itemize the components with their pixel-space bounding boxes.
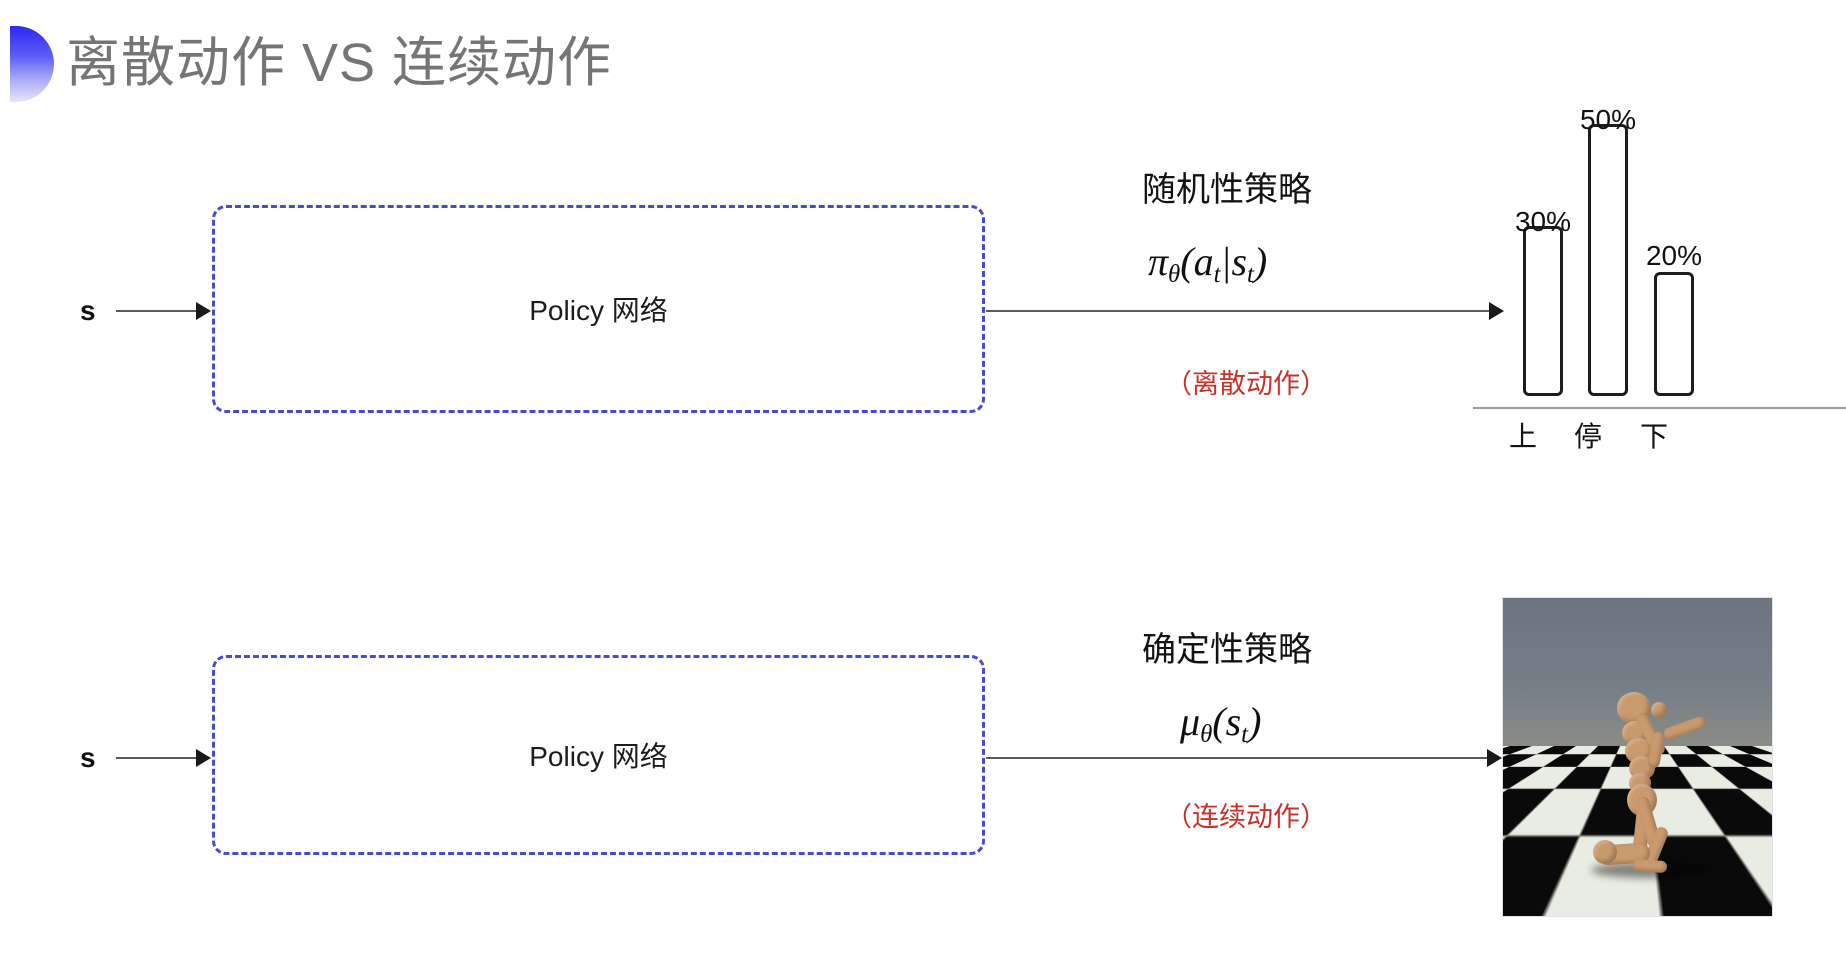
bar-column-1	[1588, 96, 1628, 396]
state-label-discrete: s	[80, 295, 96, 326]
action-type-note-continuous: （连续动作）	[1165, 802, 1327, 832]
policy-kind-title-discrete: 随机性策略	[1142, 171, 1312, 209]
bar-category-label-1: 停	[1573, 421, 1602, 452]
formula-arg-sub: t	[1213, 260, 1221, 288]
formula-arg: s	[1225, 699, 1242, 744]
bar-value-label-0: 30%	[1514, 206, 1572, 237]
humanoid-simulation-image	[1503, 598, 1772, 916]
input-arrow-line-continuous	[116, 757, 198, 759]
bar-value-label-1: 50%	[1579, 104, 1637, 135]
formula-open-paren: (	[1180, 239, 1194, 284]
bar-rect-2	[1654, 272, 1694, 396]
bar-category-label-0: 上	[1508, 421, 1537, 452]
formula-cond: s	[1231, 239, 1248, 284]
humanoid-knee-left	[1593, 840, 1617, 864]
bar-column-2	[1654, 96, 1694, 396]
humanoid-hand-left	[1651, 702, 1667, 718]
policy-network-box-continuous[interactable]: Policy 网络	[212, 655, 985, 855]
humanoid-foot-right	[1632, 858, 1668, 874]
bar-value-label-2: 20%	[1645, 240, 1703, 271]
formula-close-paren: )	[1248, 699, 1262, 744]
policy-network-label-discrete: Policy 网络	[529, 295, 668, 326]
bar-column-0	[1523, 96, 1563, 396]
output-arrow-line-discrete	[986, 310, 1491, 312]
policy-kind-title-continuous: 确定性策略	[1142, 631, 1312, 669]
policy-network-label-continuous: Policy 网络	[529, 741, 668, 772]
formula-cond-sub: t	[1247, 260, 1254, 288]
formula-discrete: πθ(at|st)	[1148, 238, 1267, 289]
bar-chart-axis-line	[1473, 407, 1846, 409]
formula-fn: π	[1148, 239, 1169, 284]
input-arrow-head-continuous	[196, 749, 211, 767]
formula-bar: |	[1220, 239, 1232, 284]
input-arrow-line-discrete	[116, 310, 198, 312]
page-title: 离散动作 VS 连续动作	[66, 33, 613, 93]
action-type-note-discrete: （离散动作）	[1165, 369, 1327, 399]
action-probability-bar-chart: 30% 50% 20%	[1470, 96, 1846, 396]
formula-open-paren: (	[1212, 699, 1226, 744]
half-circle-gradient-icon	[10, 26, 54, 102]
formula-continuous: μθ(st)	[1180, 698, 1261, 749]
formula-param: θ	[1200, 720, 1213, 748]
output-arrow-head-continuous	[1487, 749, 1502, 767]
formula-arg: a	[1193, 239, 1214, 284]
output-arrow-head-discrete	[1489, 302, 1504, 320]
formula-arg-sub: t	[1241, 720, 1249, 748]
output-arrow-line-continuous	[986, 757, 1488, 759]
bar-rect-1	[1588, 124, 1628, 396]
formula-param: θ	[1168, 260, 1181, 288]
policy-network-box-discrete[interactable]: Policy 网络	[212, 205, 985, 413]
formula-close-paren: )	[1253, 239, 1268, 284]
input-arrow-head-discrete	[196, 302, 211, 320]
bar-rect-0	[1523, 226, 1563, 396]
formula-fn: μ	[1180, 699, 1201, 744]
state-label-continuous: s	[80, 742, 96, 773]
bar-category-label-2: 下	[1639, 421, 1668, 452]
